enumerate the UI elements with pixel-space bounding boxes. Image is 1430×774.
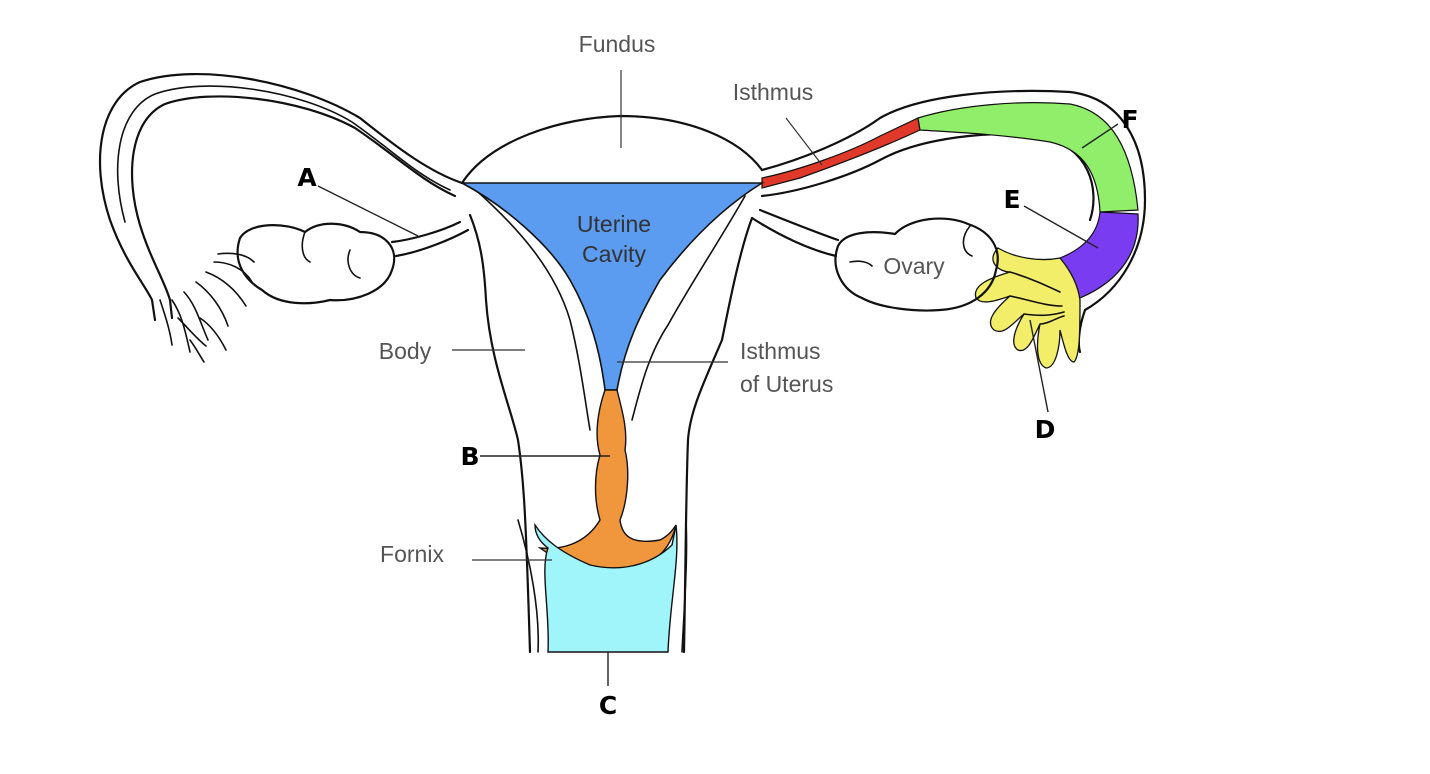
uterine-cavity-label-line1: Uterine — [577, 211, 651, 237]
e-leader — [1023, 205, 1099, 249]
cervical-canal — [537, 389, 677, 571]
right-ovarian-ligament-top — [758, 208, 840, 242]
vaginal-wall-right — [681, 519, 688, 653]
ovary-label: Ovary — [883, 253, 945, 279]
letter-a: A — [297, 163, 317, 192]
letter-d: D — [1035, 415, 1056, 444]
vagina — [534, 522, 678, 653]
ampulla-segment — [917, 102, 1139, 213]
fornix-label: Fornix — [380, 541, 444, 567]
right-ovary-detail — [849, 225, 973, 267]
fimbriae-detail — [1009, 271, 1065, 325]
uterine-cavity-label-line2: Cavity — [582, 241, 646, 267]
letter-b: B — [460, 442, 479, 471]
left-ovary — [236, 222, 396, 305]
uterus-inner-left — [477, 191, 591, 431]
left-fallopian-tube-lumen — [116, 85, 451, 223]
letter-f: F — [1121, 105, 1138, 134]
f-leader — [1081, 123, 1119, 149]
isthmus-of-uterus-label-line1: Isthmus — [740, 338, 821, 364]
right-ovarian-ligament-bottom — [750, 216, 838, 258]
isthmus-label: Isthmus — [733, 79, 814, 105]
right-fallopian-tube-outer — [760, 89, 1147, 354]
left-fimbriae — [159, 252, 255, 363]
fundus-dome — [460, 114, 764, 185]
left-ovarian-ligament-bottom — [394, 228, 470, 258]
left-ovarian-ligament-top — [390, 220, 462, 244]
vaginal-wall-left — [517, 519, 540, 653]
right-ovary — [834, 217, 999, 312]
d-leader — [1029, 319, 1049, 413]
left-ovary-detail — [301, 231, 361, 279]
fundus-label: Fundus — [579, 31, 656, 57]
isthmus-of-uterus-label-line2: of Uterus — [740, 371, 833, 397]
left-fallopian-tube-outer — [98, 73, 464, 322]
body-label: Body — [379, 338, 432, 364]
letter-c: C — [599, 691, 617, 720]
a-leader — [317, 185, 419, 237]
letter-e: E — [1003, 185, 1020, 214]
uterus-left-wall — [468, 213, 532, 654]
uterus-right-wall — [682, 216, 754, 654]
fimbriae — [974, 247, 1081, 369]
isthmus-leader — [785, 117, 823, 166]
left-fallopian-tube-inner — [131, 95, 457, 320]
right-fallopian-tube-inner — [760, 132, 1095, 222]
uterus-inner-right — [631, 195, 746, 421]
